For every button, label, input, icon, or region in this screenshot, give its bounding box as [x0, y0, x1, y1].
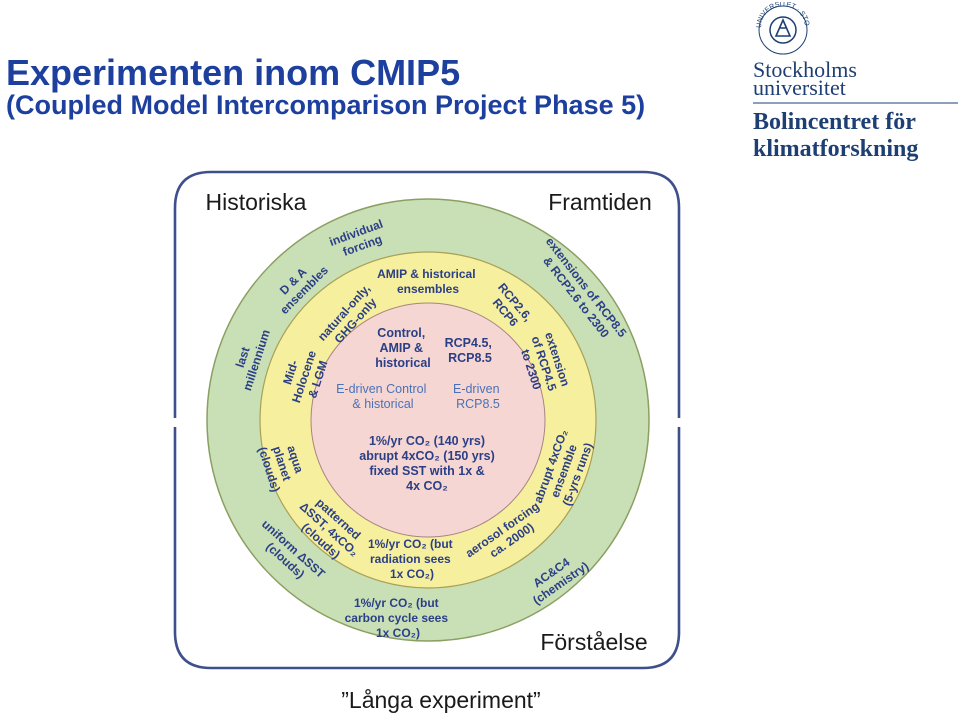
core-co2-line3: fixed SST with 1x &: [369, 464, 484, 478]
slide-subtitle: (Coupled Model Intercomparison Project P…: [6, 90, 646, 120]
core-rcp: RCP4.5, RCP8.5: [445, 336, 496, 365]
understanding-bracket: [173, 427, 681, 670]
centre-name-line2: klimatforskning: [753, 136, 918, 162]
core-edriven-control: E-driven Control & historical: [336, 382, 430, 411]
future-label: Framtiden: [548, 189, 652, 215]
historical-label: Historiska: [206, 189, 307, 215]
middle-co2-radiation: 1%/yr CO₂ (but radiation sees 1x CO₂): [368, 537, 456, 581]
core-co2-line2: abrupt 4xCO₂ (150 yrs): [359, 449, 494, 463]
university-name-line2: universitet: [753, 75, 846, 100]
understanding-label: Förståelse: [540, 629, 647, 655]
long-experiments-label: ”Långa experiment”: [341, 687, 540, 713]
core-edriven-rcp: E-driven RCP8.5: [453, 382, 503, 411]
stockholm-university-logo: UNIVERSITET · STOCKHOLMS Stockholms univ…: [753, 2, 958, 162]
core-control: Control, AMIP & historical: [375, 326, 431, 370]
slide-title: Experimenten inom CMIP5: [6, 52, 461, 93]
middle-extension-rcp45: extension of RCP4.5 to 2300: [515, 330, 573, 400]
university-seal-icon: [758, 5, 808, 55]
core-co2-line1: 1%/yr CO₂ (140 yrs): [369, 434, 485, 448]
core-circle: [310, 302, 546, 538]
core-co2-line4: 4x CO₂: [406, 479, 448, 493]
outer-co2-carbon-cycle: 1%/yr CO₂ (but carbon cycle sees 1x CO₂): [345, 596, 452, 640]
university-name-line1: Stockholms: [753, 57, 857, 82]
centre-name-line1: Bolincentret för: [753, 109, 916, 135]
middle-amip-ensembles: AMIP & historical ensembles: [377, 267, 479, 296]
historical-future-bracket: [173, 170, 681, 418]
